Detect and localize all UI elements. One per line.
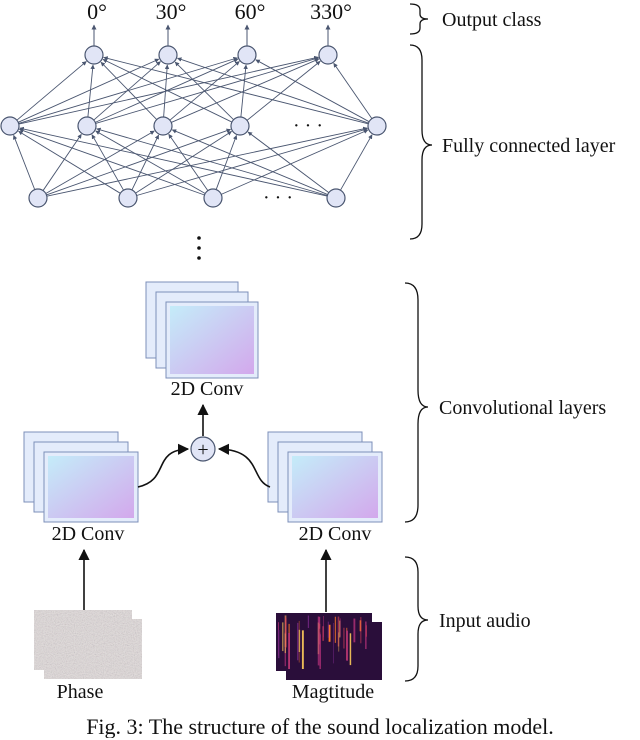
conv-block-left [23,431,139,523]
edge-input-3-fc-1 [96,127,328,196]
fc-row-ellipsis: · · · [293,115,323,137]
conv-label-left: 2D Conv [52,523,125,545]
edge-input-1-fc-3 [135,131,232,194]
fc-node-3 [230,116,250,136]
edge-fc-0-out-3 [18,55,319,125]
edge-fc-3-out-2 [240,64,248,118]
brace-output [409,3,429,35]
edge-fc-4-out-2 [255,59,370,123]
add-symbol: + [197,439,208,461]
edge-fc-0-out-1 [18,58,160,123]
edge-fc-0-out-0 [16,61,87,121]
brace-conv [404,282,429,523]
input-row-ellipsis: · · · [263,187,293,209]
neuron-nodes [0,45,387,208]
edge-fc-4-out-1 [177,57,369,124]
output-node-3 [318,45,338,65]
connector-right-to-add [217,443,271,488]
input-node-0 [28,188,48,208]
fc-node-1 [77,116,97,136]
input-node-1 [118,188,138,208]
edge-fc-3-out-3 [246,60,321,121]
edge-fc-4-out-0 [103,56,369,125]
conv-block-top [145,281,259,379]
edge-input-0-fc-2 [45,130,155,194]
conv-connectors [78,403,332,612]
edge-fc-2-out-3 [171,58,320,123]
fc-node-0 [0,116,20,136]
edge-input-0-fc-1 [42,133,82,191]
conv-block-right [267,431,383,523]
edge-input-2-fc-0 [19,128,205,196]
edge-input-1-fc-2 [131,134,160,191]
output-node-1 [158,45,178,65]
edge-input-2-fc-2 [168,133,209,191]
brace-label-output: Output class [442,9,542,31]
edge-input-0-fc-0 [12,134,36,190]
add-node: + [190,436,216,462]
vertical-ellipsis [197,236,201,260]
figure-caption: Fig. 3: The structure of the sound local… [86,716,554,738]
edge-input-1-fc-4 [136,127,368,196]
input-node-2 [203,188,223,208]
output-arrows [91,24,331,46]
brace-fc [409,44,433,240]
edge-input-3-fc-4 [340,134,373,191]
edge-input-3-fc-3 [247,131,330,193]
output-node-0 [84,45,104,65]
connection-edges [12,55,373,197]
output-label-0: 0° [87,0,107,24]
edge-fc-2-out-0 [100,61,158,120]
edge-input-2-fc-3 [215,134,238,190]
edge-input-3-fc-2 [171,129,328,195]
edge-input-0-fc-4 [46,126,368,197]
braces [404,3,433,682]
fc-node-4 [367,116,387,136]
brace-label-conv: Convolutional layers [439,397,606,419]
edge-fc-1-out-0 [87,64,95,118]
edge-fc-4-out-3 [333,62,373,119]
conv-label-top: 2D Conv [171,378,244,400]
brace-label-fc: Fully connected layer [442,135,616,157]
output-label-3: 330° [310,0,352,24]
brace-input [404,556,429,682]
edge-input-2-fc-4 [221,129,369,195]
phase-input-image [34,610,142,679]
edge-input-0-fc-3 [46,128,232,196]
output-node-2 [237,45,257,65]
edge-fc-3-out-1 [174,61,234,121]
fc-node-2 [153,116,173,136]
brace-label-input: Input audio [439,610,531,632]
edge-input-1-fc-1 [91,134,124,191]
edge-input-2-fc-1 [95,130,206,194]
edge-input-1-fc-0 [18,130,121,194]
magnitude-label: Magtitude [292,681,374,703]
edge-fc-1-out-1 [93,61,161,121]
input-node-3 [326,188,346,208]
edge-fc-1-out-3 [95,56,319,124]
output-label-2: 60° [235,0,266,24]
edge-input-3-fc-0 [19,126,328,197]
conv-label-right: 2D Conv [299,523,372,545]
magnitude-input-image [276,613,382,680]
connector-left-to-add [137,443,190,488]
edge-fc-3-out-0 [102,58,233,123]
phase-label: Phase [57,681,104,703]
output-label-1: 30° [156,0,187,24]
